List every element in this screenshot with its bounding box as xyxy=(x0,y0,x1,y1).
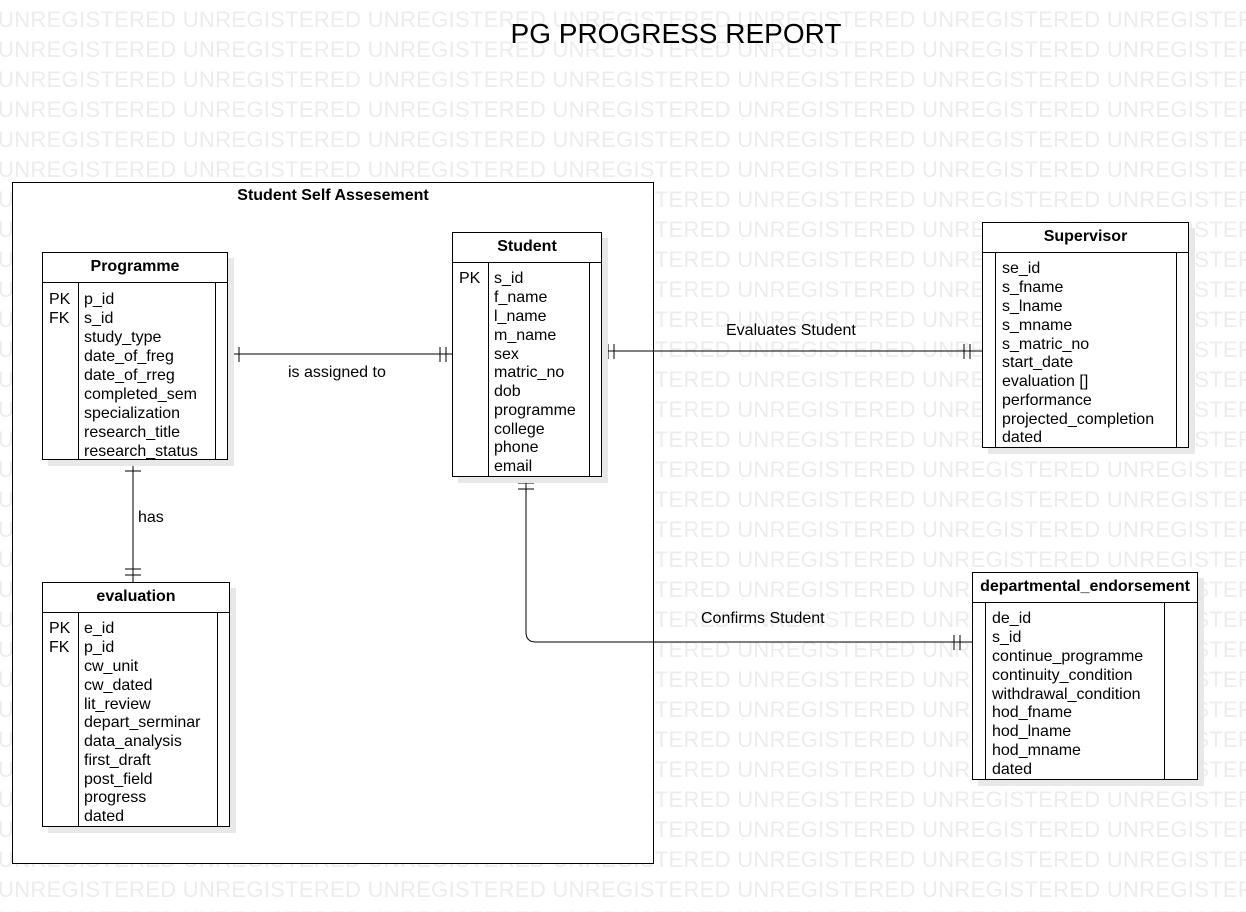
attribute: performance xyxy=(1002,392,1092,409)
attribute: cw_unit xyxy=(84,658,139,675)
attribute: first_draft xyxy=(84,752,151,769)
attribute: s_mname xyxy=(1002,317,1073,334)
crowfoot-one-one-programme-bottom xyxy=(125,464,141,472)
attribute: email xyxy=(494,458,533,475)
entity-supervisor[interactable]: Supervisor se_id s_fname s_lname s_mname… xyxy=(982,222,1189,448)
attribute: post_field xyxy=(84,771,153,788)
attribute: dob xyxy=(494,383,521,400)
attribute: lit_review xyxy=(84,696,151,713)
attribute: s_matric_no xyxy=(1002,336,1090,353)
crowfoot-one-one-student-right xyxy=(607,344,615,359)
crowfoot-one-one-evaluation xyxy=(125,568,141,576)
entity-evaluation[interactable]: evaluation PK FK e_id p_id cw_unit cw_da… xyxy=(42,582,230,827)
attribute: study_type xyxy=(84,329,162,346)
crowfoot-one-one-student-bottom xyxy=(518,482,534,490)
crowfoot-one-one-programme xyxy=(232,347,240,362)
attribute: matric_no xyxy=(494,364,565,381)
entity-evaluation-title: evaluation xyxy=(43,583,229,613)
attribute: dated xyxy=(84,808,125,825)
entity-supervisor-title: Supervisor xyxy=(983,223,1188,253)
attribute: research_status xyxy=(84,443,198,460)
attribute: completed_sem xyxy=(84,386,197,403)
attribute: continuity_condition xyxy=(992,667,1133,684)
attribute: hod_fname xyxy=(992,704,1073,721)
relationship-label-is-assigned-to: is assigned to xyxy=(288,364,386,381)
entity-student[interactable]: Student PK s_id f_name l_name m_name sex… xyxy=(452,232,602,477)
attribute: programme xyxy=(494,402,576,419)
attribute: phone xyxy=(494,439,539,456)
attribute: s_lname xyxy=(1002,298,1063,315)
edge-student-endorsement xyxy=(525,476,972,643)
attribute: evaluation [] xyxy=(1002,373,1089,390)
attribute: se_id xyxy=(1002,260,1041,277)
entity-right-bar xyxy=(1164,603,1197,779)
attribute: f_name xyxy=(494,289,548,306)
attribute: date_of_rreg xyxy=(84,367,175,384)
attribute: start_date xyxy=(1002,354,1074,371)
key-column xyxy=(43,283,79,459)
key-column xyxy=(453,263,489,476)
attribute: cw_dated xyxy=(84,677,153,694)
attribute: s_id xyxy=(84,310,114,327)
attribute: m_name xyxy=(494,327,557,344)
attribute: depart_serminar xyxy=(84,714,201,731)
attribute: s_fname xyxy=(1002,279,1064,296)
attribute: specialization xyxy=(84,405,181,422)
attribute: l_name xyxy=(494,308,547,325)
attribute: e_id xyxy=(84,620,115,637)
attribute: continue_programme xyxy=(992,648,1144,665)
attribute: research_title xyxy=(84,424,181,441)
entity-student-title: Student xyxy=(453,233,601,263)
attribute: projected_completion xyxy=(1002,411,1155,428)
key-column xyxy=(973,603,986,779)
attribute: dated xyxy=(992,761,1033,778)
entity-right-bar xyxy=(215,283,227,459)
attribute: college xyxy=(494,421,545,438)
attribute: progress xyxy=(84,789,147,806)
attribute: dated xyxy=(1002,429,1043,446)
relationship-label-confirms-student: Confirms Student xyxy=(701,610,825,627)
entity-right-bar xyxy=(217,613,229,826)
attribute: s_id xyxy=(494,270,524,287)
attribute: data_analysis xyxy=(84,733,182,750)
key-column xyxy=(43,613,79,826)
attribute: p_id xyxy=(84,639,115,656)
group-label: Student Self Assesement xyxy=(237,187,429,204)
relationship-label-has: has xyxy=(138,509,164,526)
attribute: s_id xyxy=(992,629,1022,646)
key-column xyxy=(983,253,996,447)
key-label: PK xyxy=(49,291,71,308)
relationship-label-evaluates-student: Evaluates Student xyxy=(726,322,856,339)
entity-departmental-endorsement[interactable]: departmental_endorsement de_id s_id cont… xyxy=(972,572,1198,780)
crowfoot-one-one-student-left xyxy=(439,347,447,362)
key-label: PK xyxy=(49,620,71,637)
key-label: PK xyxy=(459,270,481,287)
attribute: withdrawal_condition xyxy=(992,686,1141,703)
key-label: FK xyxy=(49,639,70,656)
attribute: hod_mname xyxy=(992,742,1081,759)
crowfoot-one-one-supervisor xyxy=(963,344,971,359)
attribute: de_id xyxy=(992,610,1032,627)
attribute: p_id xyxy=(84,291,115,308)
entity-departmental-endorsement-title: departmental_endorsement xyxy=(973,573,1197,603)
crowfoot-one-one-endorsement xyxy=(953,635,961,650)
attribute: date_of_freg xyxy=(84,348,174,365)
key-label: FK xyxy=(49,310,70,327)
attribute: sex xyxy=(494,346,519,363)
entity-programme[interactable]: Programme PK FK p_id s_id study_type dat… xyxy=(42,252,228,460)
diagram-title: PG PROGRESS REPORT xyxy=(510,18,842,49)
entity-programme-title: Programme xyxy=(43,253,227,283)
attribute: hod_lname xyxy=(992,723,1072,740)
entity-right-bar xyxy=(1176,253,1188,447)
entity-right-bar xyxy=(589,263,601,476)
